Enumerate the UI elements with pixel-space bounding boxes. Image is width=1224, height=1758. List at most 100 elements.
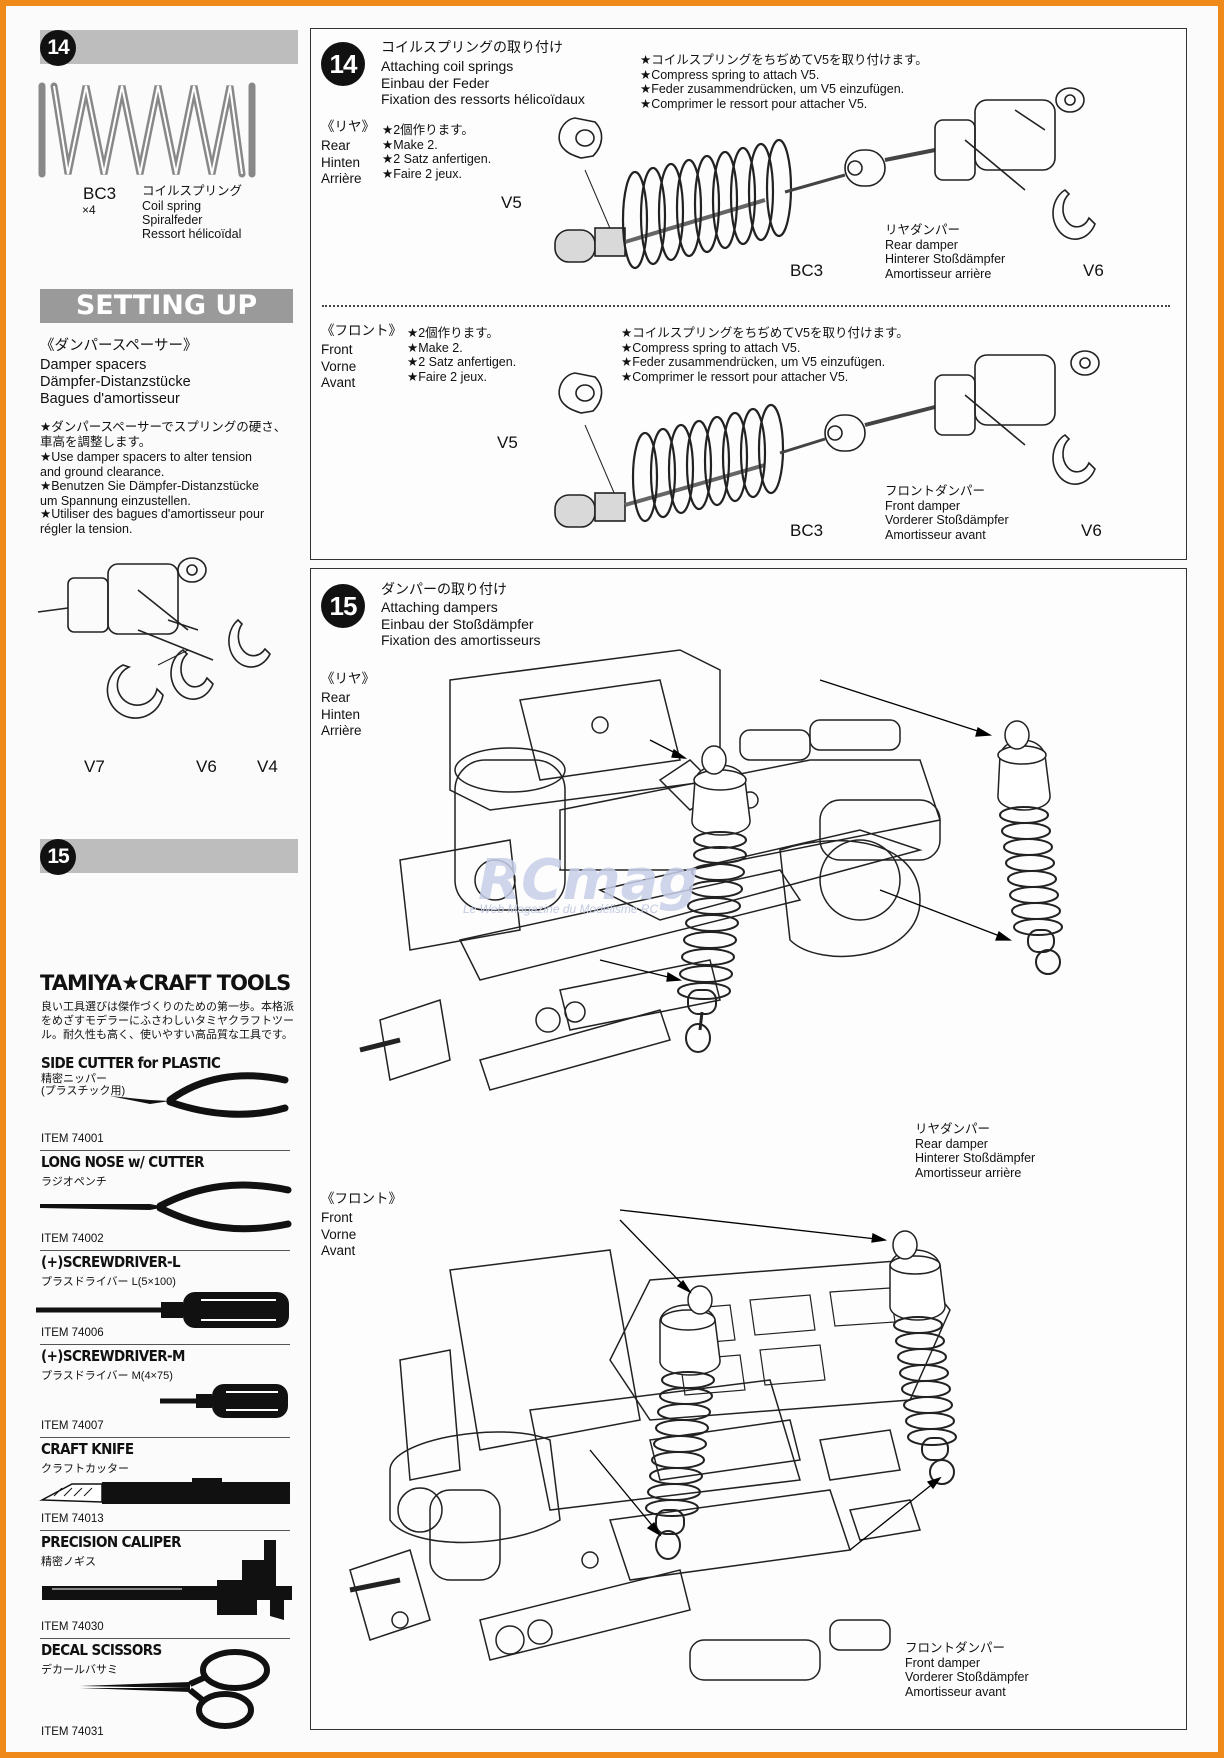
tool-item-screwdriver-l: ITEM 74006 <box>41 1327 104 1339</box>
step15-front-de: Vorne <box>321 1227 357 1242</box>
screwdriver-icon <box>36 1292 289 1328</box>
craft-knife-icon <box>39 1478 290 1504</box>
tool-item-long-nose: ITEM 74002 <box>41 1233 104 1245</box>
side-cutter-icon <box>110 1072 289 1118</box>
tool-name-craft-knife: CRAFT KNIFE <box>41 1440 134 1458</box>
step14-front-de: Vorne <box>321 359 357 374</box>
setting-up-heading: SETTING UP <box>40 289 293 323</box>
tool-jp-long-nose: ラジオペンチ <box>41 1176 107 1188</box>
tool-name-screwdriver-l: (+)SCREWDRIVER-L <box>41 1253 181 1271</box>
spacers-fr: Bagues d'amortisseur <box>40 391 180 407</box>
step14-badge: 14 <box>40 30 76 66</box>
tools-intro: 良い工具選びは傑作づくりのための第一歩。本格派 をめざすモデラーにふさわしいタミ… <box>41 1001 294 1041</box>
tool-separator <box>40 1150 290 1151</box>
step14-rear-fr: Arrière <box>321 171 362 186</box>
step15-header-bar <box>40 839 298 873</box>
step14-title-fr: Fixation des ressorts hélicoïdaux <box>381 91 585 107</box>
scissors-icon <box>80 1649 270 1729</box>
tool-separator <box>40 1530 290 1531</box>
step14-front-instr: ★コイルスプリングをちぢめてV5を取り付けます。 ★Compress sprin… <box>621 326 909 384</box>
step14-front-jp: 《フロント》 <box>321 323 402 338</box>
rear-damper-spring-assembly <box>554 87 1096 270</box>
spacers-de: Dämpfer-Distanzstücke <box>40 374 191 390</box>
step15-rear-en: Rear <box>321 690 351 705</box>
tool-jp-scissors: デカールバサミ <box>41 1664 118 1676</box>
caliper-icon <box>42 1540 292 1620</box>
step15-front-fr: Avant <box>321 1243 356 1258</box>
spacer-label-v4: V4 <box>257 757 278 776</box>
step14-rear-damper-label: リヤダンパー Rear damper Hinterer Stoßdämpfer … <box>885 223 1006 281</box>
step15-rear-jp: 《リヤ》 <box>321 671 375 686</box>
step14-rear-instr: ★コイルスプリングをちぢめてV5を取り付けます。 ★Compress sprin… <box>640 53 928 111</box>
step15-rear-de: Hinten <box>321 707 361 722</box>
spring-jp: コイルスプリング <box>142 184 243 198</box>
tool-jp-caliper: 精密ノギス <box>41 1556 96 1568</box>
damper-spacer-diagram <box>37 557 271 719</box>
step14-title-en: Attaching coil springs <box>381 58 514 74</box>
step15-rear-fr: Arrière <box>321 723 362 738</box>
step14-rear-jp: 《リヤ》 <box>321 119 375 134</box>
rear-chassis-illustration <box>359 649 1063 1091</box>
step15-front-en: Front <box>321 1210 353 1225</box>
spring-qty: ×4 <box>82 203 96 217</box>
tool-item-craft-knife: ITEM 74013 <box>41 1513 104 1525</box>
step14-rear-make: ★2個作ります。 ★Make 2. ★2 Satz anfertigen. ★F… <box>382 123 492 181</box>
coil-spring-icon <box>38 82 256 178</box>
tool-jp-side-cutter: 精密ニッパー (プラスチック用) <box>41 1073 126 1097</box>
tool-item-caliper: ITEM 74030 <box>41 1621 104 1633</box>
step14-front-damper-label: フロントダンパー Front damper Vorderer Stoßdämpf… <box>885 484 1009 542</box>
spacers-en: Damper spacers <box>40 357 147 373</box>
step14-panel-badge: 14 <box>321 42 365 86</box>
spring-fr: Ressort hélicoïdal <box>142 227 242 241</box>
rear-label-v5: V5 <box>501 193 522 212</box>
step14-front-make: ★2個作ります。 ★Make 2. ★2 Satz anfertigen. ★F… <box>407 326 517 384</box>
step14-title-jp: コイルスプリングの取り付け <box>381 39 563 55</box>
step14-title-de: Einbau der Feder <box>381 75 490 91</box>
tool-separator <box>40 1437 290 1438</box>
long-nose-pliers-icon <box>40 1181 292 1233</box>
tool-item-screwdriver-m: ITEM 74007 <box>41 1420 104 1432</box>
spacers-jp: 《ダンパースペーサー》 <box>40 338 198 354</box>
front-label-v5: V5 <box>497 433 518 452</box>
front-chassis-illustration <box>349 1209 957 1681</box>
step15-front-jp: 《フロント》 <box>321 1191 402 1206</box>
rcmag-watermark-logo: RCmag <box>478 848 699 913</box>
tool-separator <box>40 1638 290 1639</box>
note-jp: ★ダンパースペーサーでスプリングの硬さ、 車高を調整します。 <box>40 420 287 449</box>
step15-title-de: Einbau der Stoßdämpfer <box>381 616 534 632</box>
screwdriver-icon <box>160 1384 288 1418</box>
front-damper-spring-assembly <box>554 350 1100 528</box>
tool-jp-screwdriver-m: プラスドライバー M(4×75) <box>41 1370 173 1382</box>
tool-name-caliper: PRECISION CALIPER <box>41 1533 181 1551</box>
tool-jp-screwdriver-l: プラスドライバー L(5×100) <box>41 1276 176 1288</box>
rcmag-watermark-tagline: Le Web Magazine du Modélisme RC <box>463 902 659 916</box>
spring-code: BC3 <box>83 184 117 203</box>
spring-de: Spiralfeder <box>142 213 203 227</box>
step15-front-damper-label: フロントダンパー Front damper Vorderer Stoßdämpf… <box>905 1641 1029 1699</box>
tool-name-screwdriver-m: (+)SCREWDRIVER-M <box>41 1347 185 1365</box>
note-en: ★Use damper spacers to alter tension and… <box>40 450 252 479</box>
step14-header-bar <box>40 30 298 64</box>
step15-panel-badge: 15 <box>321 584 365 628</box>
step15-rear-damper-label: リヤダンパー Rear damper Hinterer Stoßdämpfer … <box>915 1122 1036 1180</box>
spacer-label-v7: V7 <box>84 757 105 776</box>
step15-badge: 15 <box>40 839 76 875</box>
note-fr: ★Utiliser des bagues d'amortisseur pour … <box>40 507 265 536</box>
tool-jp-craft-knife: クラフトカッター <box>41 1463 129 1475</box>
spring-en: Coil spring <box>142 199 202 213</box>
note-de: ★Benutzen Sie Dämpfer-Distanzstücke um S… <box>40 479 259 508</box>
step14-rear-de: Hinten <box>321 155 361 170</box>
front-label-v6: V6 <box>1081 521 1102 540</box>
tool-name-long-nose: LONG NOSE w/ CUTTER <box>41 1153 205 1171</box>
front-label-bc3: BC3 <box>790 521 824 540</box>
step14-divider <box>322 305 1170 307</box>
tool-item-side-cutter: ITEM 74001 <box>41 1133 104 1145</box>
step14-rear-en: Rear <box>321 138 351 153</box>
step15-title-fr: Fixation des amortisseurs <box>381 632 541 648</box>
tools-title: TAMIYA★CRAFT TOOLS <box>40 971 291 995</box>
tool-separator <box>40 1344 290 1345</box>
step14-front-en: Front <box>321 342 353 357</box>
tool-name-side-cutter: SIDE CUTTER for PLASTIC <box>41 1054 221 1072</box>
spacer-label-v6: V6 <box>196 757 217 776</box>
tool-separator <box>40 1250 290 1251</box>
